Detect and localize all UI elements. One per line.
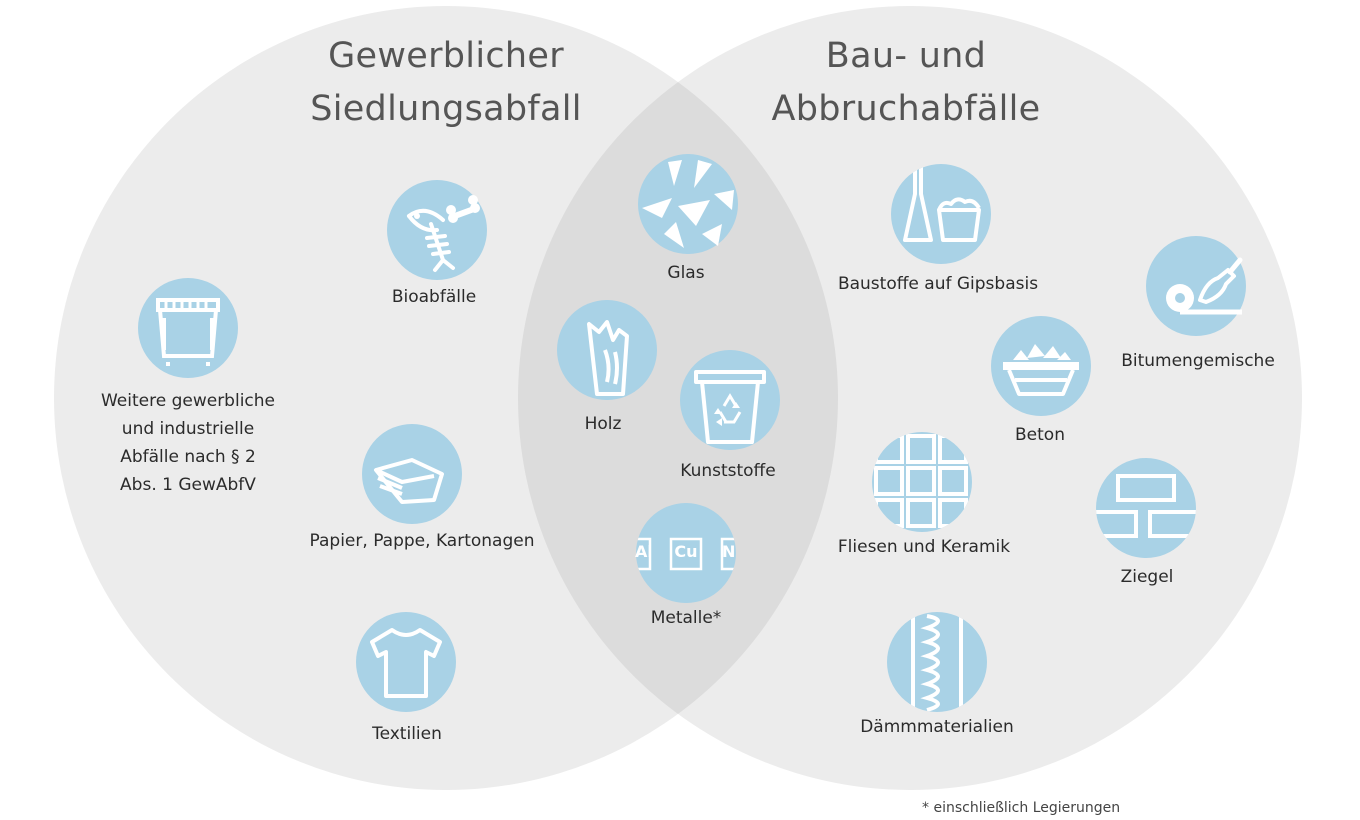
metals-icon: Al Cu Ni <box>635 503 736 603</box>
right-set-title-line2: Abbruchabfälle <box>771 89 1041 129</box>
weitere-label-line3: Abfälle nach § 2 <box>120 447 256 467</box>
tshirt-icon <box>356 612 456 712</box>
broken-glass-icon <box>638 154 738 254</box>
daemm-label: Dämmmaterialien <box>860 717 1014 737</box>
gips-label: Baustoffe auf Gipsbasis <box>837 274 1039 294</box>
insulation-icon <box>887 612 987 712</box>
left-set-title-line1: Gewerblicher <box>328 36 564 76</box>
right-set-title: Bau- und Abbruchabfälle <box>706 30 1106 136</box>
metal-al: Al <box>635 542 649 561</box>
ziegel-label: Ziegel <box>1120 567 1174 587</box>
metalle-label: Metalle* <box>650 608 722 628</box>
bitumen-label: Bitumengemische <box>1121 351 1275 371</box>
wood-icon <box>557 300 657 400</box>
kunststoffe-label: Kunststoffe <box>680 461 776 481</box>
concrete-skip-icon <box>991 316 1091 416</box>
beton-label: Beton <box>1015 425 1065 445</box>
left-set-title: Gewerblicher Siedlungsabfall <box>246 30 646 136</box>
bitumen-roll-icon <box>1146 236 1246 336</box>
right-set-title-line1: Bau- und <box>825 36 987 76</box>
footnote: * einschließlich Legierungen <box>922 800 1121 816</box>
tiles-icon <box>872 432 972 532</box>
glas-label: Glas <box>667 263 705 283</box>
metal-ni: Ni <box>722 542 736 561</box>
metal-cu: Cu <box>674 542 698 561</box>
left-set-title-line2: Siedlungsabfall <box>310 89 582 129</box>
textilien-label: Textilien <box>372 724 442 744</box>
recycling-bin-icon <box>680 350 780 450</box>
holz-label: Holz <box>584 414 622 434</box>
weitere-label-line2: und industrielle <box>121 419 255 439</box>
fish-bone-icon <box>387 180 487 280</box>
papier-label: Papier, Pappe, Kartonagen <box>309 531 535 551</box>
fliesen-label: Fliesen und Keramik <box>837 537 1011 557</box>
bioabfaelle-label: Bioabfälle <box>391 287 477 307</box>
weitere-label-line4: Abs. 1 GewAbfV <box>120 475 256 495</box>
paper-stack-icon <box>362 424 462 524</box>
brick-icon <box>1096 458 1196 558</box>
weitere-label-line1: Weitere gewerbliche <box>100 391 276 411</box>
container-icon <box>138 278 238 378</box>
gypsum-icon <box>891 164 991 264</box>
weitere-label: Weitere gewerbliche und industrielle Abf… <box>88 387 288 499</box>
